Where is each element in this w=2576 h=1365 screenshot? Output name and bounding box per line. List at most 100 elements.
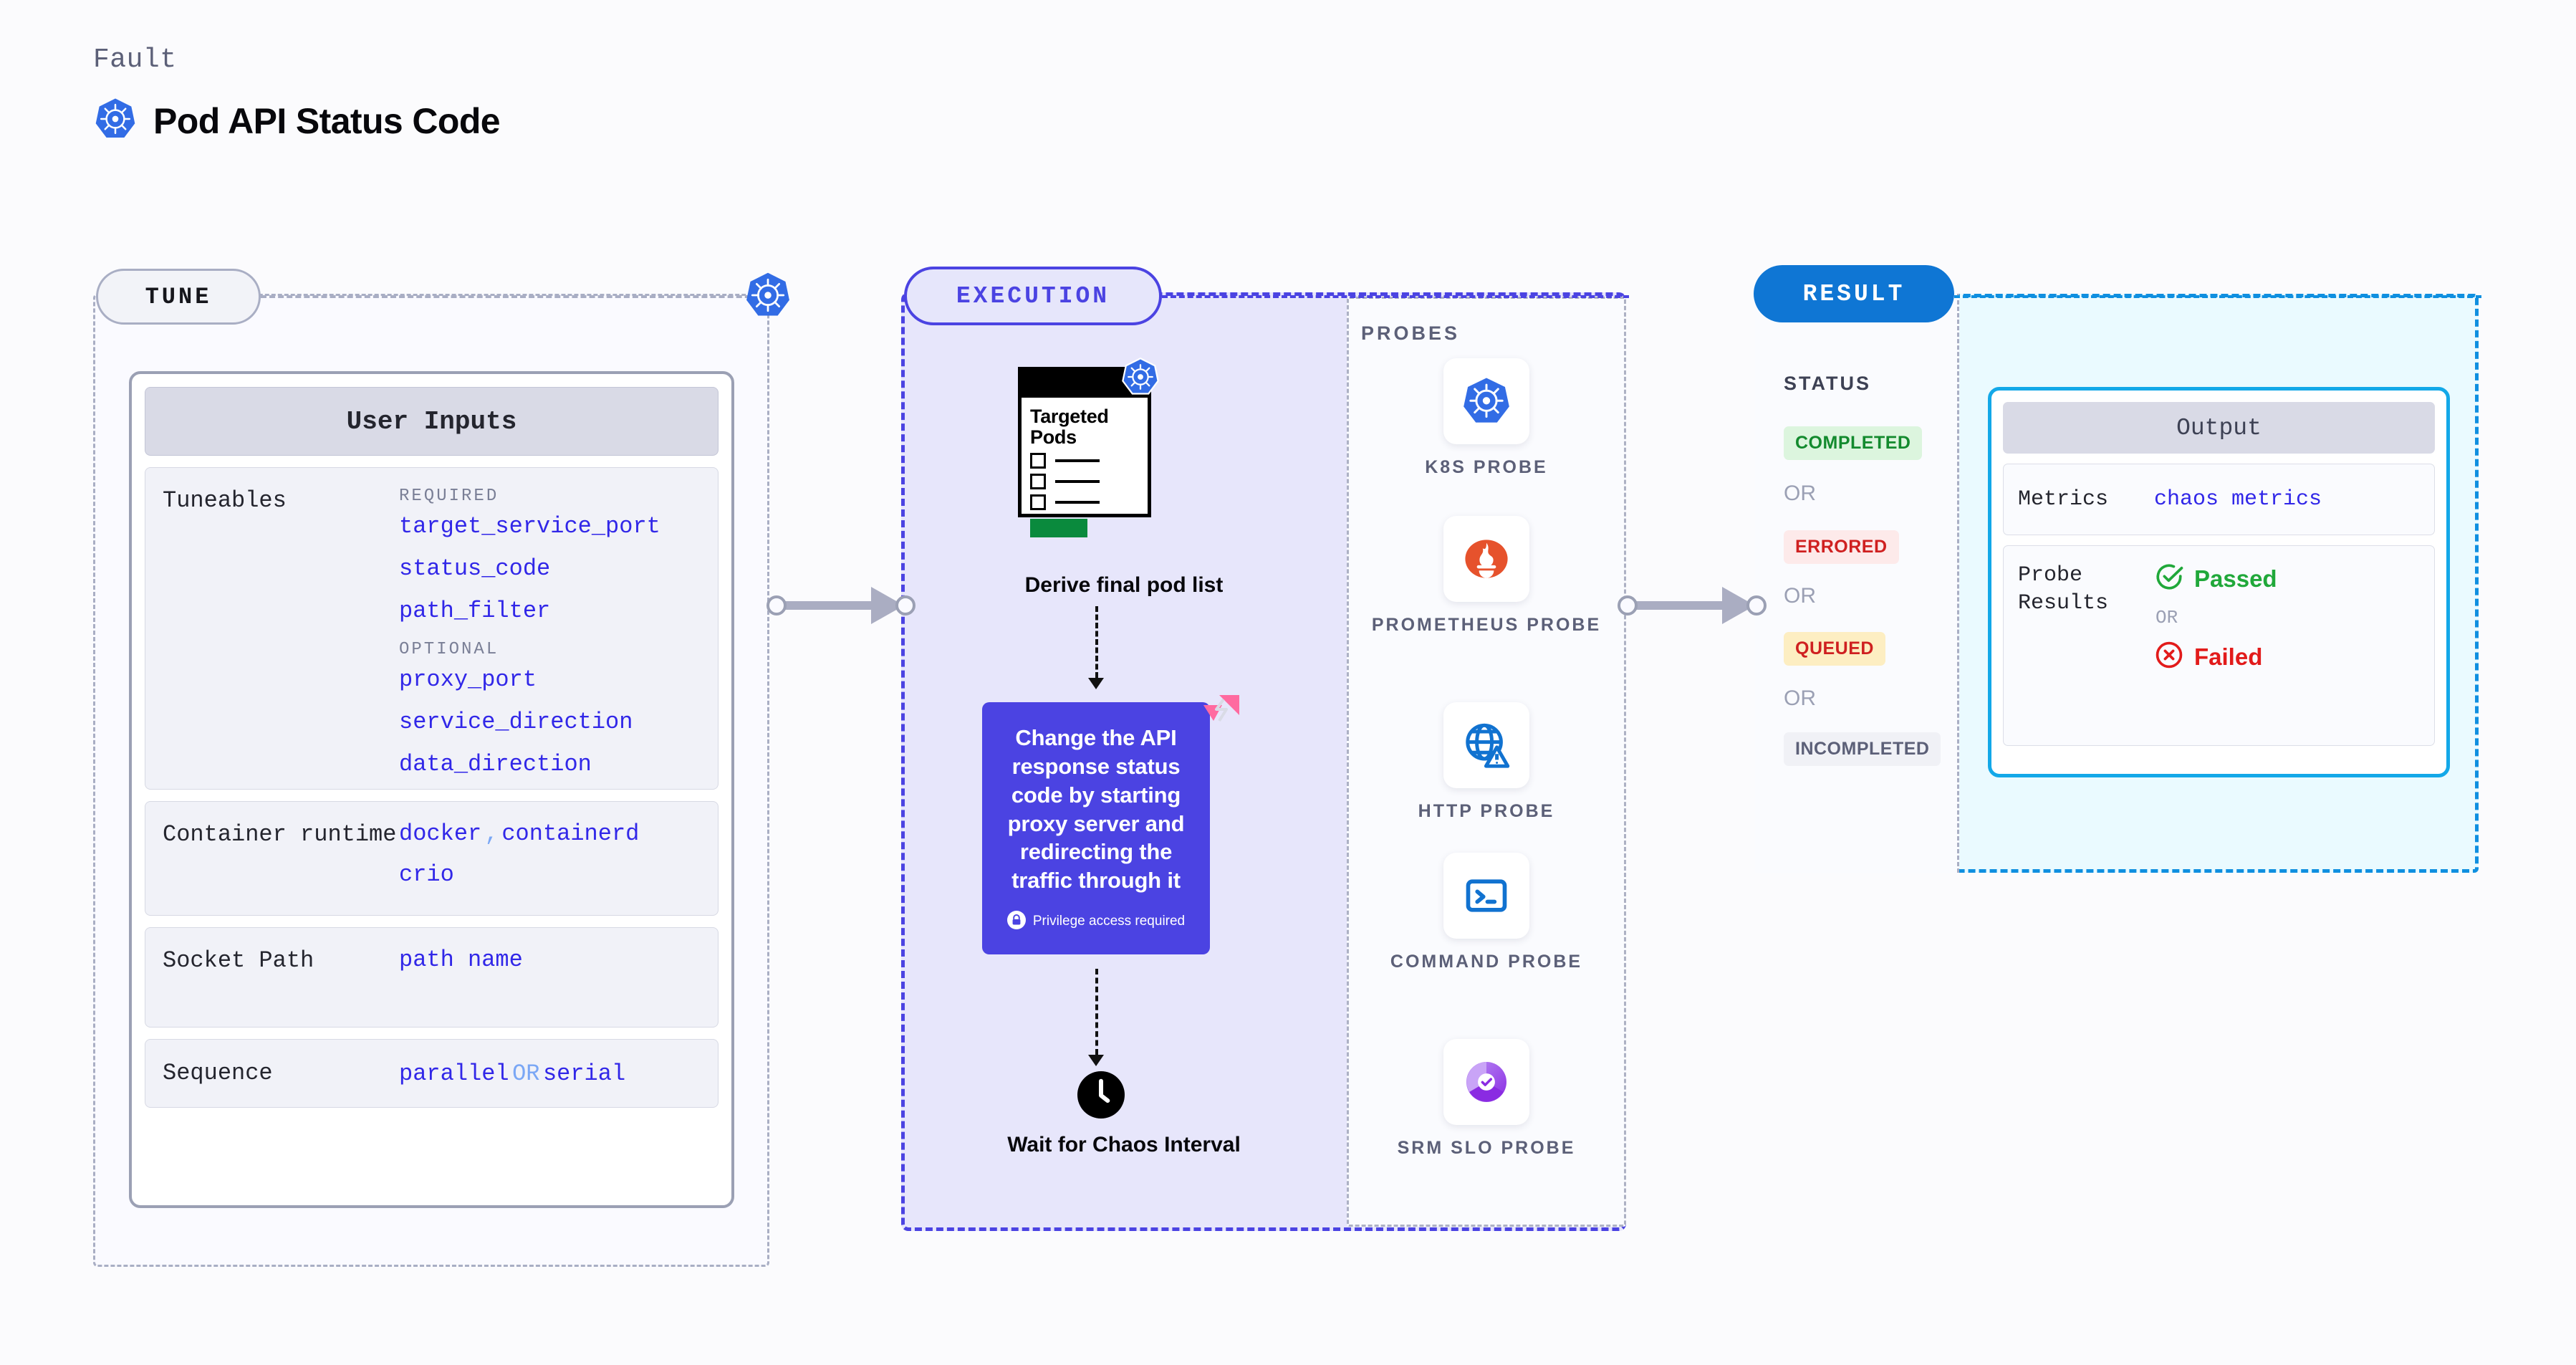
kubernetes-icon xyxy=(744,271,792,323)
checkbox-icon xyxy=(1030,494,1046,511)
status-badge-completed: COMPLETED xyxy=(1784,426,1923,460)
value-docker[interactable]: docker xyxy=(399,820,482,847)
status-badge-errored: ERRORED xyxy=(1784,530,1899,564)
sequence-values: parallel OR serial xyxy=(399,1060,701,1087)
derive-pod-list-label: Derive final pod list xyxy=(1024,573,1224,597)
runtime-line-1: docker , containerd xyxy=(399,820,701,847)
execution-to-result-arrow xyxy=(1618,587,1775,624)
terminal-icon xyxy=(1443,853,1529,939)
container-runtime-label: Container runtime xyxy=(163,821,397,848)
probe-k8s[interactable]: K8S PROBE xyxy=(1347,358,1626,480)
value-serial[interactable]: serial xyxy=(542,1060,626,1087)
value-containerd[interactable]: containerd xyxy=(501,820,640,847)
socket-path-label: Socket Path xyxy=(163,947,314,974)
optional-tag: OPTIONAL xyxy=(399,640,499,659)
lock-icon xyxy=(1006,910,1026,933)
tune-pill[interactable]: TUNE xyxy=(96,269,261,325)
flow-connector xyxy=(1095,969,1098,1055)
probe-results-row: Probe Results Passed OR xyxy=(2003,545,2435,746)
pod-list-item xyxy=(1022,469,1148,490)
prometheus-icon xyxy=(1443,516,1529,602)
flow-arrowhead xyxy=(1088,678,1104,689)
probe-srm-slo[interactable]: SRM SLO PROBE xyxy=(1347,1039,1626,1161)
result-pill-connector xyxy=(1954,295,2481,298)
privilege-note-text: Privilege access required xyxy=(1032,914,1186,929)
checkbox-icon xyxy=(1030,453,1046,469)
probe-label: SRM SLO PROBE xyxy=(1397,1138,1576,1158)
socket-path-values: path name xyxy=(399,947,701,1008)
tuneable-path-filter[interactable]: path_filter xyxy=(399,598,551,624)
output-card: Output Metrics chaos metrics Probe Resul… xyxy=(1988,387,2450,777)
chaos-action-text: Change the API response status code by s… xyxy=(1007,725,1185,893)
output-heading: Output xyxy=(2003,402,2435,454)
page-title: Pod API Status Code xyxy=(153,100,501,141)
fault-eyebrow: Fault xyxy=(93,44,177,75)
probe-label: PROMETHEUS PROBE xyxy=(1371,615,1602,635)
result-pill[interactable]: RESULT xyxy=(1754,265,1954,322)
flow-connector xyxy=(1095,606,1098,678)
clock-icon xyxy=(1075,1069,1127,1121)
status-or-1: OR xyxy=(1784,482,1816,505)
probe-label: K8S PROBE xyxy=(1425,457,1548,477)
result-status-panel xyxy=(1755,294,1959,873)
kubernetes-icon xyxy=(1443,358,1529,444)
execution-pill-connector xyxy=(1162,295,1629,298)
tuneable-status-code[interactable]: status_code xyxy=(399,555,551,582)
progress-bar xyxy=(1030,519,1087,538)
kubernetes-icon xyxy=(93,97,138,145)
probe-label: COMMAND PROBE xyxy=(1390,952,1583,972)
tune-to-execution-arrow xyxy=(766,587,924,624)
value-or-separator: OR xyxy=(512,1060,540,1087)
status-title: STATUS xyxy=(1784,373,1871,394)
privilege-note-row: Privilege access required xyxy=(1006,910,1186,933)
tuneables-label: Tuneables xyxy=(163,487,287,514)
value-crio[interactable]: crio xyxy=(399,861,454,888)
sequence-row: Sequence parallel OR serial xyxy=(145,1039,719,1108)
metrics-label: Metrics xyxy=(2018,487,2109,512)
wait-for-chaos-interval-label: Wait for Chaos Interval xyxy=(1007,1133,1241,1156)
srm-slo-icon xyxy=(1443,1039,1529,1125)
value-parallel[interactable]: parallel xyxy=(399,1060,509,1087)
tune-pill-connector xyxy=(261,295,777,298)
runtime-line-2: crio xyxy=(399,861,701,888)
metrics-row: Metrics chaos metrics xyxy=(2003,464,2435,535)
pod-list-item xyxy=(1022,489,1148,511)
flow-arrowhead xyxy=(1088,1055,1104,1066)
metrics-value[interactable]: chaos metrics xyxy=(2154,487,2322,512)
pod-list-item xyxy=(1022,448,1148,469)
tuneable-service-direction[interactable]: service_direction xyxy=(399,709,633,735)
required-tag: REQUIRED xyxy=(399,487,499,506)
probe-result-passed: Passed xyxy=(2154,562,2277,595)
probe-prometheus[interactable]: PROMETHEUS PROBE xyxy=(1347,516,1626,638)
user-inputs-heading: User Inputs xyxy=(145,387,719,456)
checkbox-icon xyxy=(1030,474,1046,490)
tuneables-row: Tuneables REQUIRED target_service_port s… xyxy=(145,467,719,790)
probe-result-failed: Failed xyxy=(2154,640,2277,674)
chaos-action-card[interactable]: Change the API response status code by s… xyxy=(982,702,1210,954)
harness-chaos-ribbon-icon xyxy=(1198,689,1242,737)
title-row: Pod API Status Code xyxy=(93,97,501,145)
user-inputs-card: User Inputs Tuneables REQUIRED target_se… xyxy=(129,371,734,1208)
tuneable-proxy-port[interactable]: proxy_port xyxy=(399,666,537,693)
x-circle-icon xyxy=(2154,640,2184,674)
probes-title: PROBES xyxy=(1361,322,1461,344)
status-or-2: OR xyxy=(1784,584,1816,608)
value-separator: , xyxy=(484,820,499,847)
socket-path-row: Socket Path path name xyxy=(145,927,719,1028)
page-header: Fault Pod API Status Code xyxy=(93,44,501,145)
probe-label: HTTP PROBE xyxy=(1418,801,1555,821)
tuneable-data-direction[interactable]: data_direction xyxy=(399,751,592,777)
failed-label: Failed xyxy=(2194,643,2263,670)
passed-label: Passed xyxy=(2194,565,2277,592)
probe-results-values: Passed OR Failed xyxy=(2154,562,2277,729)
tuneable-target-service-port[interactable]: target_service_port xyxy=(399,513,660,540)
execution-pill[interactable]: EXECUTION xyxy=(904,267,1162,325)
sequence-label: Sequence xyxy=(163,1060,273,1086)
container-runtime-values: docker , containerd crio xyxy=(399,820,701,896)
probe-http[interactable]: HTTP PROBE xyxy=(1347,702,1626,824)
status-badge-incompleted: INCOMPLETED xyxy=(1784,732,1941,766)
probe-command[interactable]: COMMAND PROBE xyxy=(1347,853,1626,974)
probe-result-or: OR xyxy=(2156,607,2178,628)
value-path-name[interactable]: path name xyxy=(399,947,523,973)
container-runtime-row: Container runtime docker , containerd cr… xyxy=(145,801,719,916)
